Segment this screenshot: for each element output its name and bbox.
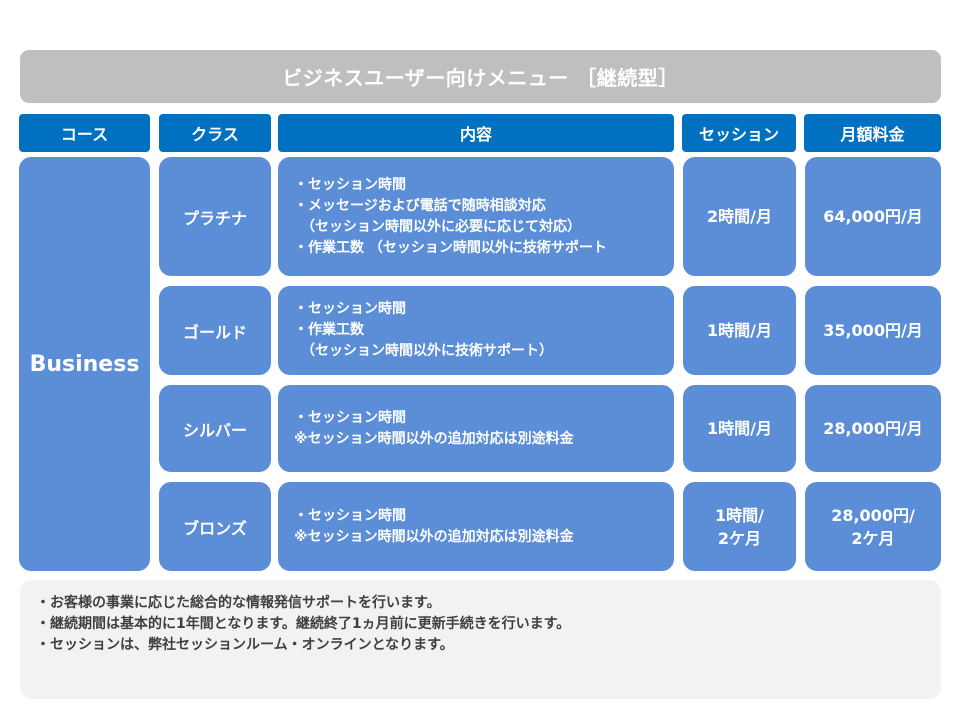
session-platinum: 2時間/月	[683, 157, 796, 276]
header-class: クラス	[159, 114, 271, 152]
notes-box: ・お客様の事業に応じた総合的な情報発信サポートを行います。 ・継続期間は基本的に…	[20, 580, 941, 699]
class-bronze: ブロンズ	[159, 482, 271, 571]
note-line: ・セッションは、弊社セッションルーム・オンラインとなります。	[36, 637, 454, 653]
page-title: ビジネスユーザー向けメニュー ［継続型］	[20, 50, 941, 103]
content-silver: ・セッション時間 ※セッション時間以外の追加対応は別途料金	[278, 385, 674, 472]
content-platinum: ・セッション時間 ・メッセージおよび電話で随時相談対応 （セッション時間以外に必…	[278, 157, 674, 276]
content-line: ・セッション時間	[294, 176, 406, 193]
content-gold: ・セッション時間 ・作業工数 （セッション時間以外に技術サポート）	[278, 286, 674, 375]
session-value: 1時間/月	[707, 321, 772, 340]
course-business: Business	[19, 157, 150, 571]
content-line: （セッション時間以外に必要に応じて対応）	[294, 218, 581, 235]
content-line: ・セッション時間	[294, 409, 406, 426]
price-silver: 28,000円/月	[805, 385, 941, 472]
session-value: 2時間/月	[707, 207, 772, 226]
header-price: 月額料金	[804, 114, 941, 152]
class-gold: ゴールド	[159, 286, 271, 375]
price-platinum: 64,000円/月	[805, 157, 941, 276]
price-value: 2ケ月	[851, 528, 895, 548]
content-line: ・セッション時間	[294, 301, 406, 317]
session-value: 1時間/月	[707, 419, 772, 438]
content-line: ・作業工数	[294, 322, 364, 338]
header-course: コース	[19, 114, 150, 152]
content-line: ※セッション時間以外の追加対応は別途料金	[294, 430, 574, 447]
price-value: 28,000円/	[831, 505, 915, 525]
price-value: 35,000円/月	[823, 321, 923, 340]
content-line: ※セッション時間以外の追加対応は別途料金	[294, 528, 574, 545]
content-bronze: ・セッション時間 ※セッション時間以外の追加対応は別途料金	[278, 482, 674, 571]
content-line: ・セッション時間	[294, 507, 406, 524]
content-line: （セッション時間以外に技術サポート）	[294, 343, 553, 359]
session-value: 2ケ月	[717, 528, 762, 548]
content-line: ・作業工数 （セッション時間以外に技術サポート	[294, 239, 607, 256]
class-platinum: プラチナ	[159, 157, 271, 276]
header-session: セッション	[682, 114, 796, 152]
session-silver: 1時間/月	[683, 385, 796, 472]
price-gold: 35,000円/月	[805, 286, 941, 375]
content-line: ・メッセージおよび電話で随時相談対応	[294, 197, 546, 214]
session-gold: 1時間/月	[683, 286, 796, 375]
session-value: 1時間/	[715, 505, 764, 525]
price-bronze: 28,000円/ 2ケ月	[805, 482, 941, 571]
price-value: 28,000円/月	[823, 419, 923, 438]
price-value: 64,000円/月	[823, 207, 923, 226]
note-line: ・お客様の事業に応じた総合的な情報発信サポートを行います。	[36, 595, 441, 611]
header-content: 内容	[278, 114, 674, 152]
class-silver: シルバー	[159, 385, 271, 472]
note-line: ・継続期間は基本的に1年間となります。継続終了1ヵ月前に更新手続きを行います。	[36, 616, 571, 632]
session-bronze: 1時間/ 2ケ月	[683, 482, 796, 571]
